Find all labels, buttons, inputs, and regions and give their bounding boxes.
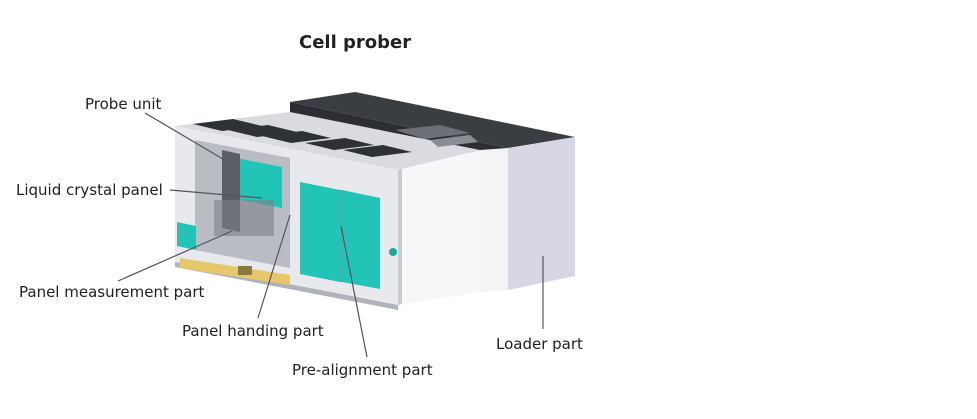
leader-pre-alignment-part bbox=[340, 225, 368, 358]
leader-panel-measurement-part bbox=[117, 230, 233, 282]
liquid-crystal-panel-shape bbox=[214, 150, 282, 236]
diagram-title: Cell prober bbox=[299, 32, 412, 53]
leader-panel-handing-part bbox=[257, 214, 291, 319]
leader-liquid-crystal-panel bbox=[169, 189, 263, 199]
label-liquid-crystal-panel: Liquid crystal panel bbox=[16, 181, 163, 199]
label-panel-measurement-part: Panel measurement part bbox=[19, 283, 205, 301]
label-probe-unit: Probe unit bbox=[85, 95, 162, 113]
machine-base bbox=[175, 258, 398, 310]
label-panel-handing-part: Panel handing part bbox=[182, 322, 324, 340]
label-loader-part: Loader part bbox=[496, 335, 583, 353]
loader-part-body bbox=[480, 137, 575, 292]
panel-measurement-window bbox=[177, 222, 196, 250]
top-fan-units bbox=[193, 119, 478, 157]
pre-alignment-doors bbox=[300, 182, 397, 289]
leader-lines bbox=[117, 112, 544, 358]
leader-probe-unit bbox=[144, 112, 229, 163]
label-pre-alignment-part: Pre-alignment part bbox=[292, 361, 433, 379]
